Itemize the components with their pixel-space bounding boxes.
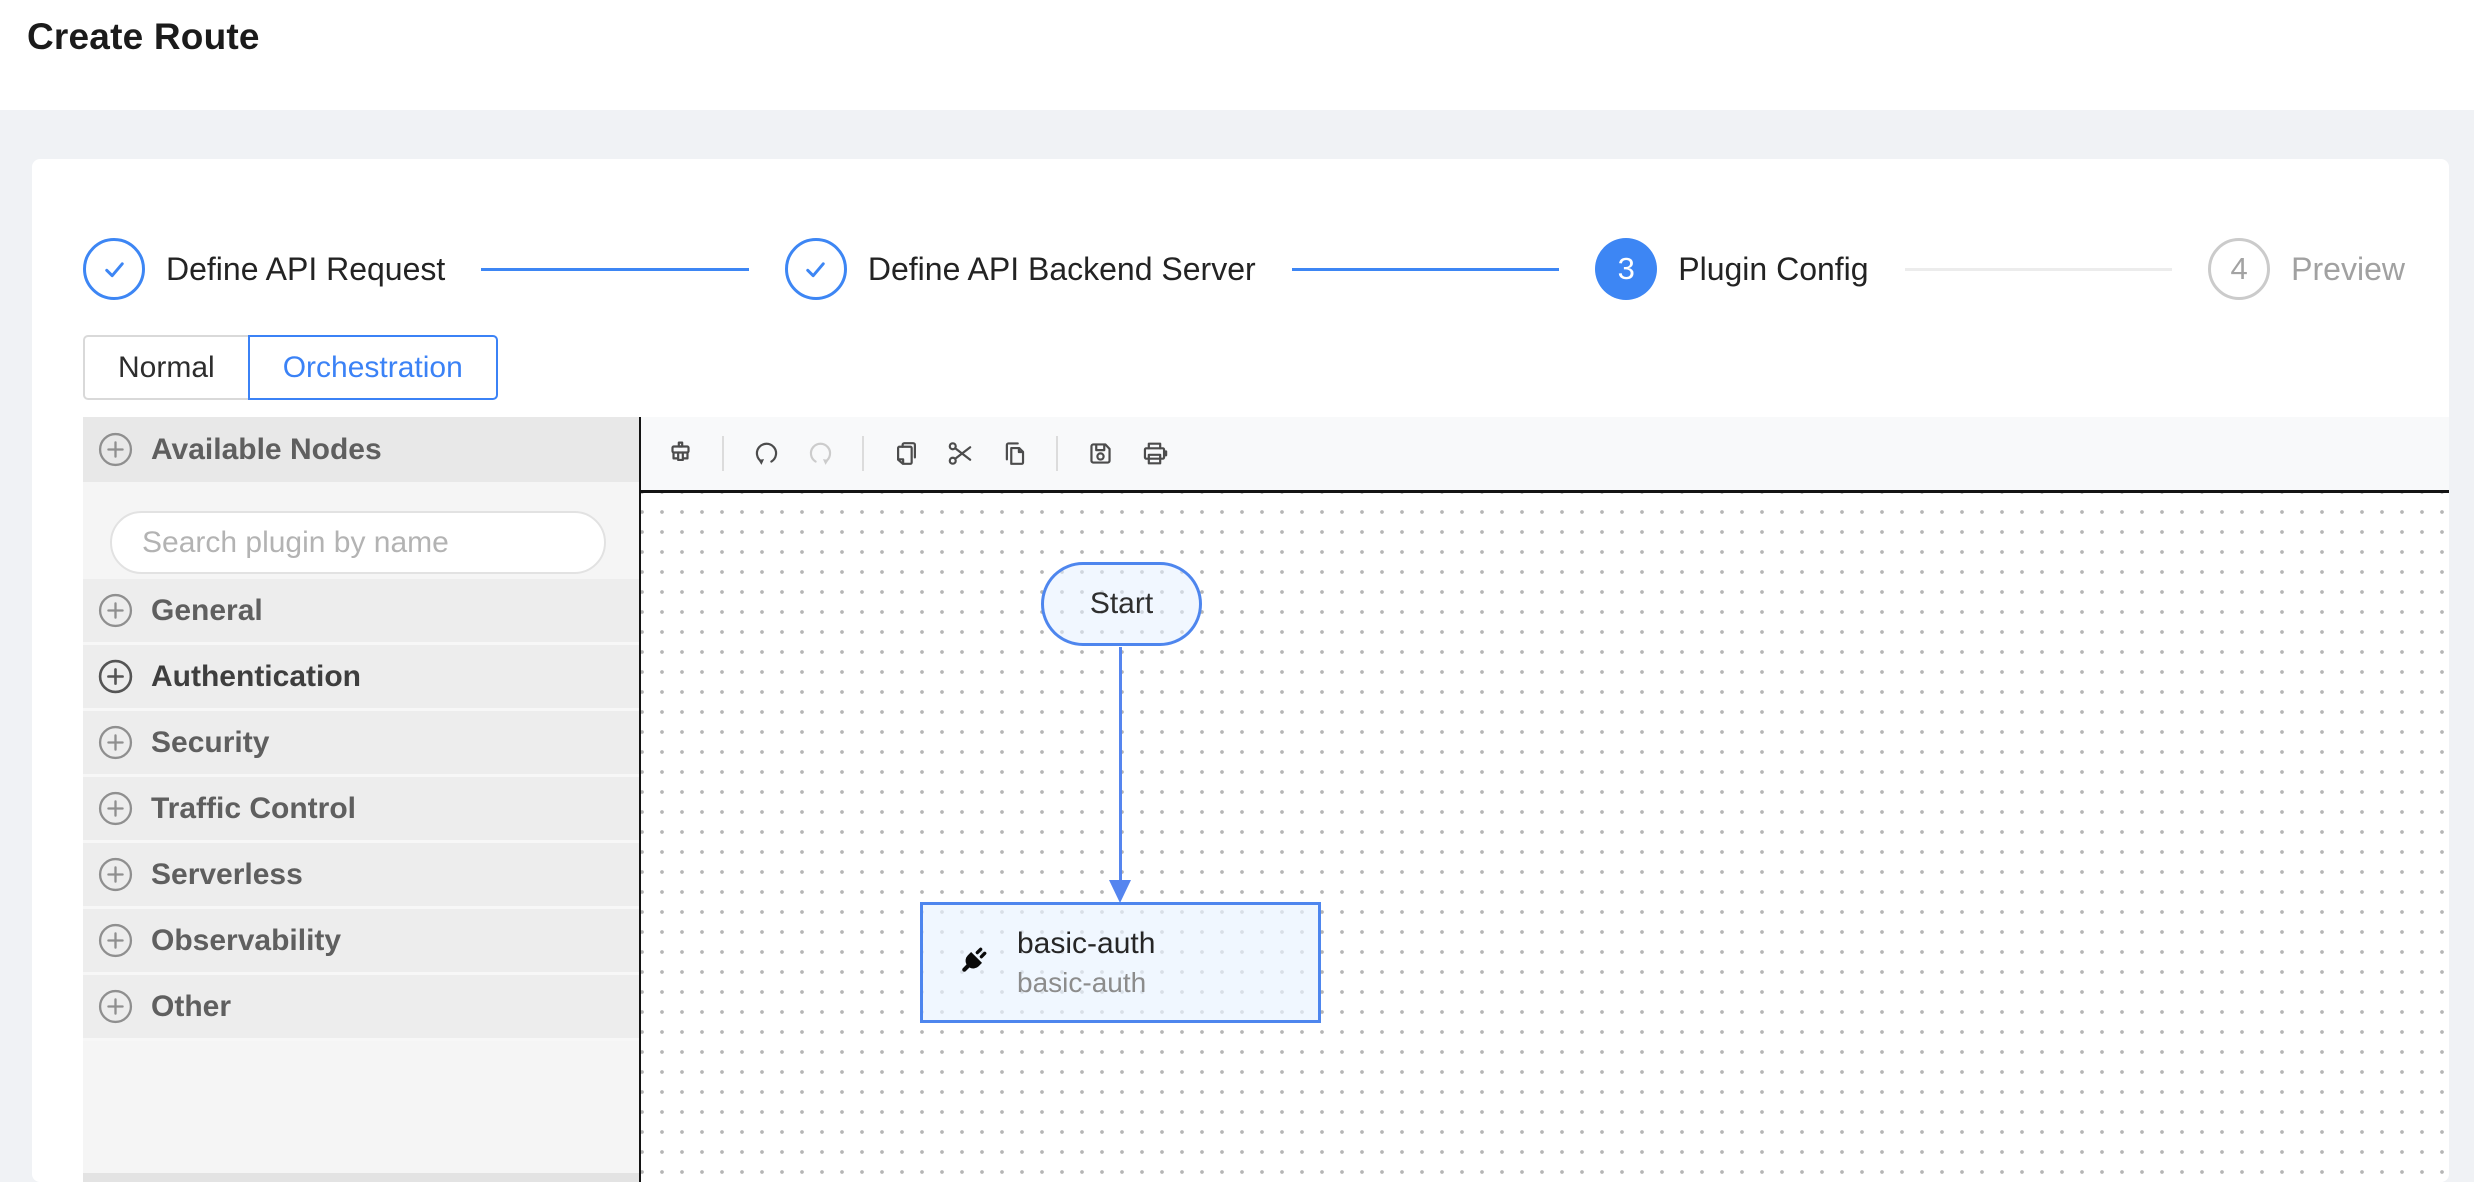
category-other[interactable]: Other xyxy=(83,975,639,1041)
print-button[interactable] xyxy=(1134,434,1174,474)
plus-circle-icon xyxy=(98,432,133,467)
step4-label: Preview xyxy=(2291,250,2405,287)
copy-button[interactable] xyxy=(886,434,926,474)
page-title: Create Route xyxy=(27,16,260,57)
plus-circle-icon xyxy=(98,593,133,628)
copy-icon xyxy=(896,442,916,465)
category-label: Serverless xyxy=(151,857,303,891)
print-icon xyxy=(1143,442,1167,465)
flow-chart-area: Start basic-auth ba xyxy=(639,417,2449,1182)
flow-toolbar xyxy=(641,417,2449,493)
category-general[interactable]: General xyxy=(83,579,639,645)
paste-button[interactable] xyxy=(994,434,1034,474)
plugin-plug-icon xyxy=(962,947,987,972)
plus-circle-icon xyxy=(98,791,133,826)
redo-icon xyxy=(809,442,831,465)
plus-circle-icon xyxy=(98,923,133,958)
node-subtitle: basic-auth xyxy=(1017,967,1147,998)
tab-orchestration[interactable]: Orchestration xyxy=(247,335,498,400)
save-icon xyxy=(1089,443,1111,464)
plugin-search-input[interactable] xyxy=(110,511,606,574)
scissors-icon xyxy=(948,442,971,465)
undo-button[interactable] xyxy=(746,434,786,474)
step-define-api-backend-server[interactable]: Define API Backend Server xyxy=(784,238,1256,300)
category-observability[interactable]: Observability xyxy=(83,909,639,975)
category-security[interactable]: Security xyxy=(83,711,639,777)
cut-button[interactable] xyxy=(940,434,980,474)
category-label: Authentication xyxy=(151,659,361,693)
step4-number-badge: 4 xyxy=(2208,238,2271,300)
sidebar-empty-area xyxy=(83,1041,639,1173)
tab-normal[interactable]: Normal xyxy=(83,335,250,400)
edge-start-to-basic-auth xyxy=(1119,647,1122,882)
category-authentication[interactable]: Authentication xyxy=(83,645,639,711)
toolbar-divider xyxy=(1056,436,1058,471)
plus-circle-icon xyxy=(98,989,133,1024)
step1-check-icon xyxy=(83,238,145,300)
toolbar-divider xyxy=(722,436,724,471)
plus-circle-icon xyxy=(98,857,133,892)
step-define-api-request[interactable]: Define API Request xyxy=(83,238,445,300)
step-plugin-config[interactable]: 3 Plugin Config xyxy=(1595,238,1869,300)
step-preview[interactable]: 4 Preview xyxy=(2208,238,2405,300)
redo-button[interactable] xyxy=(800,434,840,474)
plus-circle-icon xyxy=(98,659,133,694)
page-header: Create Route xyxy=(0,0,2474,110)
node-title: basic-auth xyxy=(1017,927,1156,960)
page-body: Define API Request Define API Backend Se… xyxy=(0,110,2474,1182)
category-label: Traffic Control xyxy=(151,791,357,825)
category-serverless[interactable]: Serverless xyxy=(83,843,639,909)
plugin-mode-tabs: Normal Orchestration xyxy=(83,335,498,400)
step2-check-icon xyxy=(784,238,847,300)
category-label: Security xyxy=(151,725,270,759)
step-connector-1 xyxy=(481,267,749,271)
category-label: General xyxy=(151,593,263,627)
start-node[interactable]: Start xyxy=(1041,562,1202,646)
basic-auth-node[interactable]: basic-auth basic-auth xyxy=(920,902,1321,1023)
edge-arrowhead-icon xyxy=(1109,880,1131,903)
plus-circle-icon xyxy=(98,725,133,760)
toolbar-divider xyxy=(862,436,864,471)
step-connector-2 xyxy=(1291,267,1560,271)
save-button[interactable] xyxy=(1080,434,1120,474)
step3-label: Plugin Config xyxy=(1678,250,1869,287)
brush-icon xyxy=(670,441,690,462)
category-label: Other xyxy=(151,989,232,1023)
category-traffic-control[interactable]: Traffic Control xyxy=(83,777,639,843)
create-route-card: Define API Request Define API Backend Se… xyxy=(32,159,2449,1182)
paste-icon xyxy=(1005,442,1024,465)
basic-auth-node-text: basic-auth basic-auth xyxy=(1017,925,1155,1000)
step-connector-3 xyxy=(1904,267,2173,271)
undo-icon xyxy=(755,442,777,465)
step2-label: Define API Backend Server xyxy=(867,250,1256,287)
orchestration-editor: Available Nodes General Authentication S… xyxy=(83,417,2449,1182)
clear-canvas-button[interactable] xyxy=(660,434,700,474)
steps-bar: Define API Request Define API Backend Se… xyxy=(32,159,2449,300)
plugin-search-section xyxy=(83,482,639,579)
available-nodes-title: Available Nodes xyxy=(151,432,382,466)
step3-number-badge: 3 xyxy=(1595,238,1658,300)
sidebar-bottom-strip xyxy=(83,1173,639,1182)
flow-canvas[interactable]: Start basic-auth ba xyxy=(641,493,2449,1182)
available-nodes-panel: Available Nodes General Authentication S… xyxy=(83,417,639,1182)
category-label: Observability xyxy=(151,923,342,957)
step1-label: Define API Request xyxy=(166,250,446,287)
available-nodes-header[interactable]: Available Nodes xyxy=(83,417,639,482)
